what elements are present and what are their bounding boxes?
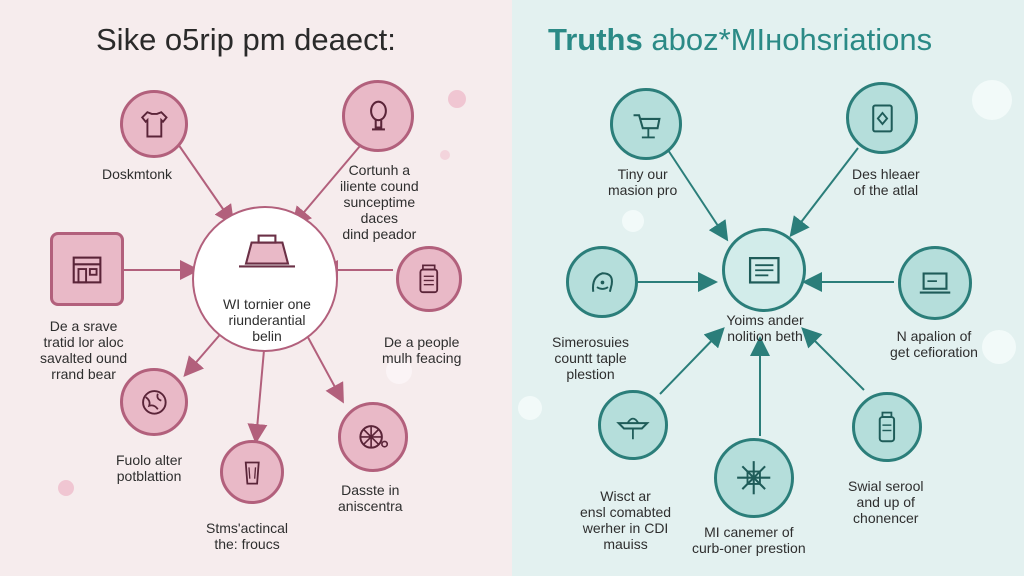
jar-icon [419, 264, 439, 294]
bulb-icon [369, 100, 387, 130]
left-hub-label: WI tornier one riunderantial belin [223, 296, 311, 344]
iron-icon [239, 234, 295, 268]
node-bottle [852, 392, 922, 462]
decor-dot [58, 480, 74, 496]
cart-icon [633, 113, 661, 138]
label-jar: De a people mulh feacing [382, 334, 462, 366]
node-snowflake [714, 438, 794, 518]
decor-dot [448, 90, 466, 108]
laptop-icon [919, 272, 951, 294]
globe-icon [141, 389, 167, 415]
right-connectors [616, 147, 894, 436]
left-connectors [124, 143, 393, 444]
label-tshirt: Doskmtonk [102, 166, 173, 182]
tshirt-icon [140, 110, 168, 138]
label-cart: Tiny our masion pro [608, 166, 678, 198]
label-globe: Fuolo alter potblattion [116, 452, 183, 484]
right-title: Truths aboz*MIнohsriations [548, 22, 932, 58]
decor-dot [972, 80, 1012, 120]
right-title-rest: aboz*MIнohsriations [651, 22, 933, 57]
node-cart [610, 88, 682, 160]
node-tablet [846, 82, 918, 154]
node-face [566, 246, 638, 318]
cup-icon [244, 461, 260, 485]
node-wheel [338, 402, 408, 472]
node-store [50, 232, 124, 306]
right-title-bold: Truths [548, 22, 643, 57]
label-face: Simerosuies countt taple plestion [552, 334, 630, 382]
node-cup [220, 440, 284, 504]
label-plane: Wisct ar ensl comabted werher in CDI mau… [580, 488, 672, 552]
bottle-icon [878, 411, 896, 443]
snowflake-icon [737, 461, 771, 495]
right-panel: Truths aboz*MIнohsriations Yoims ander n… [512, 0, 1024, 576]
face-icon [591, 271, 613, 292]
left-hub: WI tornier one riunderantial belin [192, 206, 338, 352]
label-cup: Stms'actincal the: froucs [206, 520, 289, 552]
label-wheel: Dasste in aniscentra [338, 482, 403, 514]
decor-dot [622, 210, 644, 232]
document-icon [748, 256, 780, 284]
label-tablet: Des hleaer of the atlal [852, 166, 920, 198]
node-globe [120, 368, 188, 436]
node-tshirt [120, 90, 188, 158]
tablet-icon [871, 104, 893, 132]
node-bulb [342, 80, 414, 152]
label-store: De a srave tratid lor aloc savalted ound… [40, 318, 128, 382]
decor-dot [440, 150, 450, 160]
right-hub-label: Yoims ander nolition beth [726, 312, 804, 344]
store-icon [72, 256, 102, 284]
node-laptop [898, 246, 972, 320]
wheel-icon [359, 425, 389, 449]
decor-dot [982, 330, 1016, 364]
decor-dot [386, 358, 412, 384]
node-plane [598, 390, 668, 460]
node-jar [396, 246, 462, 312]
label-snowflake: MI canemer of curb-oner prestion [692, 524, 806, 556]
label-bulb: Cortunh a iliente cound sunceptime daces… [340, 162, 419, 242]
label-bottle: Swial serool and up of chonencer [848, 478, 924, 526]
decor-dot [518, 396, 542, 420]
plane-icon [616, 417, 650, 440]
left-panel: Sike o5rip pm deaect: WI tornier one riu… [0, 0, 512, 576]
left-title: Sike o5rip pm deaect: [96, 22, 396, 57]
right-hub [722, 228, 806, 312]
label-laptop: N apalion of get cefioration [890, 328, 978, 360]
